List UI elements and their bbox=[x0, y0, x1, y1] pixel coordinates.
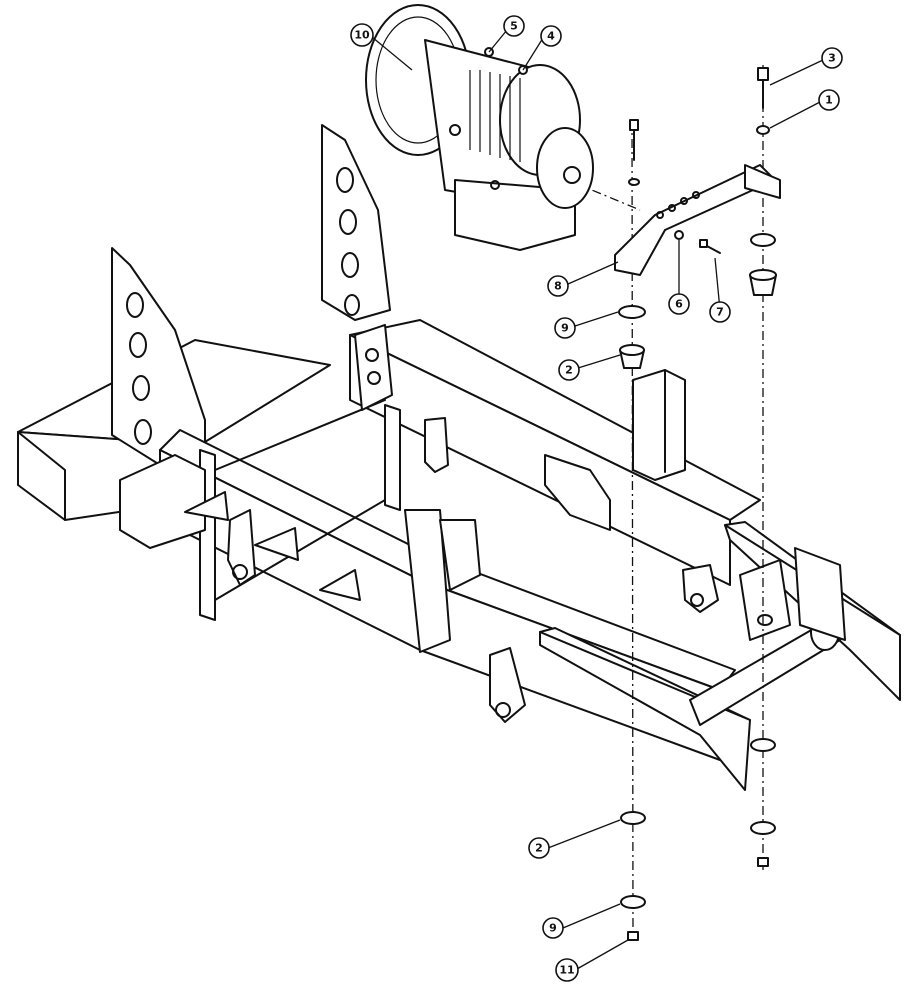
callout-6: 6 bbox=[668, 293, 690, 315]
callout-label: 11 bbox=[559, 964, 574, 977]
callout-label: 9 bbox=[561, 322, 569, 335]
callout-label: 2 bbox=[535, 842, 543, 855]
callout-label: 3 bbox=[828, 52, 836, 65]
callout-9-upper: 9 bbox=[554, 317, 576, 339]
callout-7: 7 bbox=[709, 301, 731, 323]
callout-label: 10 bbox=[354, 29, 370, 42]
callout-2-lower: 2 bbox=[528, 837, 550, 859]
chassis-frame bbox=[17, 124, 761, 761]
leader-lines bbox=[371, 29, 824, 970]
callout-10: 10 bbox=[350, 23, 374, 47]
callout-label: 1 bbox=[825, 94, 833, 107]
rear-axle-assembly bbox=[539, 521, 901, 791]
callout-3: 3 bbox=[821, 47, 843, 69]
callout-label: 7 bbox=[716, 306, 724, 319]
callout-label: 2 bbox=[565, 364, 573, 377]
callout-label: 9 bbox=[549, 922, 557, 935]
callout-11: 11 bbox=[555, 958, 579, 982]
callout-2-upper: 2 bbox=[558, 359, 580, 381]
callout-9-lower: 9 bbox=[542, 917, 564, 939]
callout-label: 5 bbox=[510, 20, 518, 33]
callout-1: 1 bbox=[818, 89, 840, 111]
callout-4: 4 bbox=[540, 25, 562, 47]
callout-label: 4 bbox=[547, 30, 555, 43]
generator-motor-assembly bbox=[365, 4, 594, 251]
callout-label: 8 bbox=[554, 280, 562, 293]
hardware-parts bbox=[484, 47, 781, 941]
callout-5: 5 bbox=[503, 15, 525, 37]
callout-8: 8 bbox=[547, 275, 569, 297]
callout-label: 6 bbox=[675, 298, 683, 311]
